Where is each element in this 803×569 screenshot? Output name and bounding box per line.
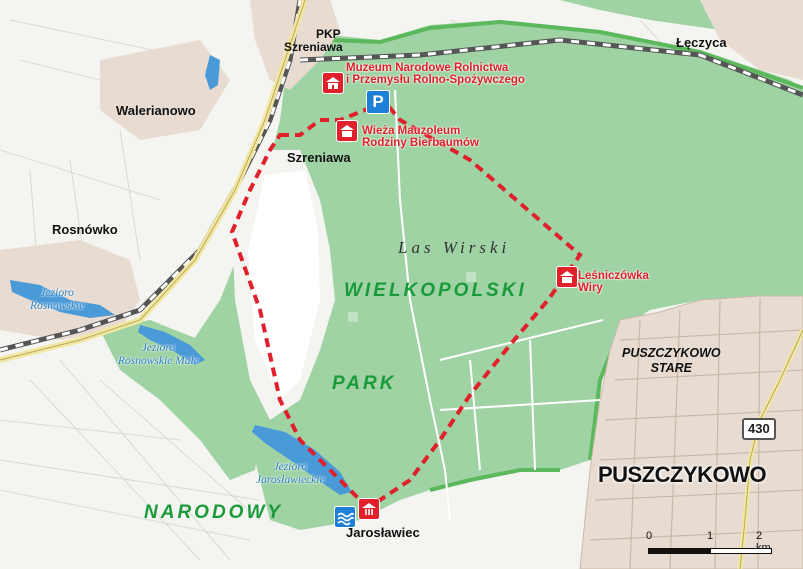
lake-rosnowskie-line2: Rosnowskie bbox=[30, 300, 85, 312]
swimming-icon[interactable] bbox=[334, 506, 356, 528]
park-word-1: WIELKOPOLSKI bbox=[344, 280, 527, 301]
parking-icon[interactable]: P bbox=[366, 90, 390, 114]
forest-area bbox=[180, 20, 803, 530]
lake-rosnowskie-male-line2: Rosnowskie Małe bbox=[118, 355, 199, 367]
poi-museum-line2: i Przemysłu Rolno-Spożywczego bbox=[346, 74, 525, 86]
tower-mausoleum-icon[interactable] bbox=[336, 120, 358, 142]
lake-rosnowskie bbox=[10, 280, 115, 318]
town-leczyca: Łęczyca bbox=[676, 35, 727, 50]
puszczykowo-streets bbox=[589, 297, 803, 569]
lake-rosnowskie-male bbox=[138, 325, 205, 365]
poi-lodge-line1: Leśniczówka bbox=[578, 270, 649, 282]
lake-rosnowskie-label: Jezioro Rosnowskie bbox=[30, 287, 84, 313]
town-jaroslawiec: Jarosławiec bbox=[346, 525, 420, 540]
lake-jaroslawieckie-line1: Jezioro bbox=[273, 461, 307, 473]
scale-label-0: 0 bbox=[646, 530, 653, 542]
hiking-trail bbox=[229, 99, 583, 502]
road-number-badge: 430 bbox=[742, 418, 776, 440]
scale-bar: 0 1 2 km bbox=[624, 524, 774, 564]
forest-paths bbox=[394, 89, 604, 521]
lake-jaroslawieckie-label: Jezioro Jarosławieckie bbox=[256, 461, 325, 487]
scale-segment-dark bbox=[648, 548, 710, 554]
town-puszczykowo: PUSZCZYKOWO bbox=[598, 462, 767, 487]
lake-rosnowskie-male-label: Jezioro Rosnowskie Małe bbox=[118, 342, 199, 368]
poi-tower-line2: Rodziny Bierbaumów bbox=[362, 137, 479, 149]
town-walerianowo: Walerianowo bbox=[116, 103, 196, 118]
lake-jaroslawieckie-line2: Jarosławieckie bbox=[256, 474, 325, 486]
lake-rosnowskie-male-line1: Jezioro bbox=[141, 342, 176, 354]
poi-museum-label: Muzeum Narodowe Rolnictwa i Przemysłu Ro… bbox=[346, 62, 525, 86]
town-pkp-line1: PKP bbox=[316, 27, 341, 41]
lake-jaroslawieckie bbox=[252, 425, 352, 495]
small-clearing-2 bbox=[466, 272, 476, 282]
built-up-north bbox=[700, 0, 803, 80]
town-puszczykowo-stare: PUSZCZYKOWO STARE bbox=[622, 346, 721, 376]
forest-west bbox=[100, 320, 260, 480]
scale-label-1: 1 bbox=[707, 530, 714, 542]
poi-lodge-label: Leśniczówka Wiry bbox=[578, 270, 649, 294]
poi-lodge-line2: Wiry bbox=[578, 282, 603, 294]
district-line1: PUSZCZYKOWO bbox=[622, 346, 721, 360]
town-szreniawa: Szreniawa bbox=[287, 150, 351, 165]
museum-icon[interactable] bbox=[322, 72, 344, 94]
town-rosnowko: Rosnówko bbox=[52, 222, 118, 237]
park-word-2: PARK bbox=[332, 373, 397, 394]
poi-tower-line1: Wieża Mauzoleum bbox=[362, 125, 461, 137]
scale-segment-light bbox=[710, 548, 772, 554]
forester-lodge-icon[interactable] bbox=[556, 266, 578, 288]
small-clearing bbox=[348, 312, 358, 322]
poi-museum-line1: Muzeum Narodowe Rolnictwa bbox=[346, 62, 509, 74]
park-word-3: NARODOWY bbox=[144, 502, 284, 523]
district-line2: STARE bbox=[650, 361, 693, 375]
lake-rosnowskie-line1: Jezioro bbox=[40, 287, 74, 299]
lake-small-nw bbox=[205, 55, 220, 90]
built-up-walerianowo bbox=[100, 40, 230, 140]
forest-label: Las Wirski bbox=[398, 238, 511, 257]
restaurant-icon[interactable] bbox=[358, 498, 380, 520]
poi-tower-label: Wieża Mauzoleum Rodziny Bierbaumów bbox=[362, 125, 479, 149]
town-pkp-line2: Szreniawa bbox=[284, 40, 343, 54]
town-pkp-szreniawa: PKP Szreniawa bbox=[284, 27, 343, 54]
